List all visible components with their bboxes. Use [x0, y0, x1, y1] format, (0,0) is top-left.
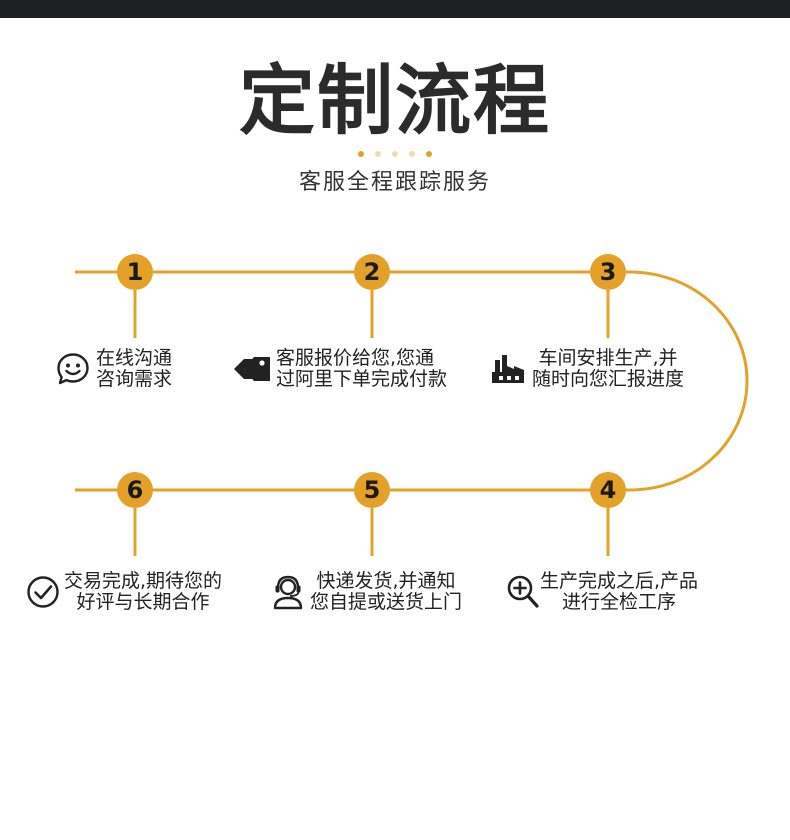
step-3-line-2: 随时向您汇报进度 [532, 368, 685, 390]
step-4-line-2: 进行全检工序 [562, 591, 677, 613]
step-4-text: 生产完成之后,产品 进行全检工序 [540, 571, 698, 613]
step-6-line-2: 好评与长期合作 [76, 591, 210, 613]
page-subtitle: 客服全程跟踪服务 [298, 170, 491, 195]
divider-dot [375, 151, 381, 157]
divider-dot [409, 151, 415, 157]
step-5-text: 快递发货,并通知 您自提或送货上门 [310, 571, 462, 613]
step-badge-4: 4 [590, 472, 626, 508]
step-3-line-1: 车间安排生产,并 [538, 347, 678, 369]
price-tag-icon [234, 357, 270, 381]
step-5: 快递发货,并通知 您自提或送货上门 [272, 571, 462, 613]
step-6: 交易完成,期待您的 好评与长期合作 [26, 571, 222, 613]
factory-icon [492, 355, 524, 383]
divider-dot [426, 151, 432, 157]
step-2-text: 客服报价给您,您通 过阿里下单完成付款 [276, 348, 447, 390]
step-badge-6: 6 [117, 472, 153, 508]
page-title: 定制流程 [239, 56, 551, 145]
customer-service-headset-icon [273, 575, 303, 610]
divider-dot [392, 151, 398, 157]
step-4-line-1: 生产完成之后,产品 [540, 570, 699, 592]
step-1-text: 在线沟通 咨询需求 [96, 348, 172, 390]
step-2: 客服报价给您,您通 过阿里下单完成付款 [230, 348, 447, 390]
step-1-line-2: 咨询需求 [96, 368, 173, 390]
top-bar [0, 0, 790, 18]
step-5-line-1: 快递发货,并通知 [316, 570, 456, 592]
magnifier-plus-icon [507, 575, 539, 608]
step-badge-2: 2 [354, 254, 390, 290]
step-3: 车间安排生产,并 随时向您汇报进度 [490, 348, 684, 390]
step-4: 生产完成之后,产品 进行全检工序 [506, 571, 698, 613]
title-divider-dots [0, 151, 790, 157]
step-2-line-1: 客服报价给您,您通 [276, 347, 435, 369]
step-6-line-1: 交易完成,期待您的 [64, 570, 223, 592]
step-badge-1: 1 [117, 254, 153, 290]
check-circle-icon [27, 576, 59, 608]
chat-bubble-smile-icon [57, 353, 89, 385]
step-badge-3: 3 [590, 254, 626, 290]
flow-main-path [75, 270, 749, 492]
step-1: 在线沟通 咨询需求 [56, 348, 172, 390]
step-1-line-1: 在线沟通 [96, 347, 173, 369]
step-badge-5: 5 [354, 472, 390, 508]
step-6-text: 交易完成,期待您的 好评与长期合作 [64, 571, 222, 613]
divider-dot [358, 151, 364, 157]
step-3-text: 车间安排生产,并 随时向您汇报进度 [532, 348, 684, 390]
step-5-line-2: 您自提或送货上门 [310, 591, 463, 613]
step-2-line-2: 过阿里下单完成付款 [276, 368, 448, 390]
